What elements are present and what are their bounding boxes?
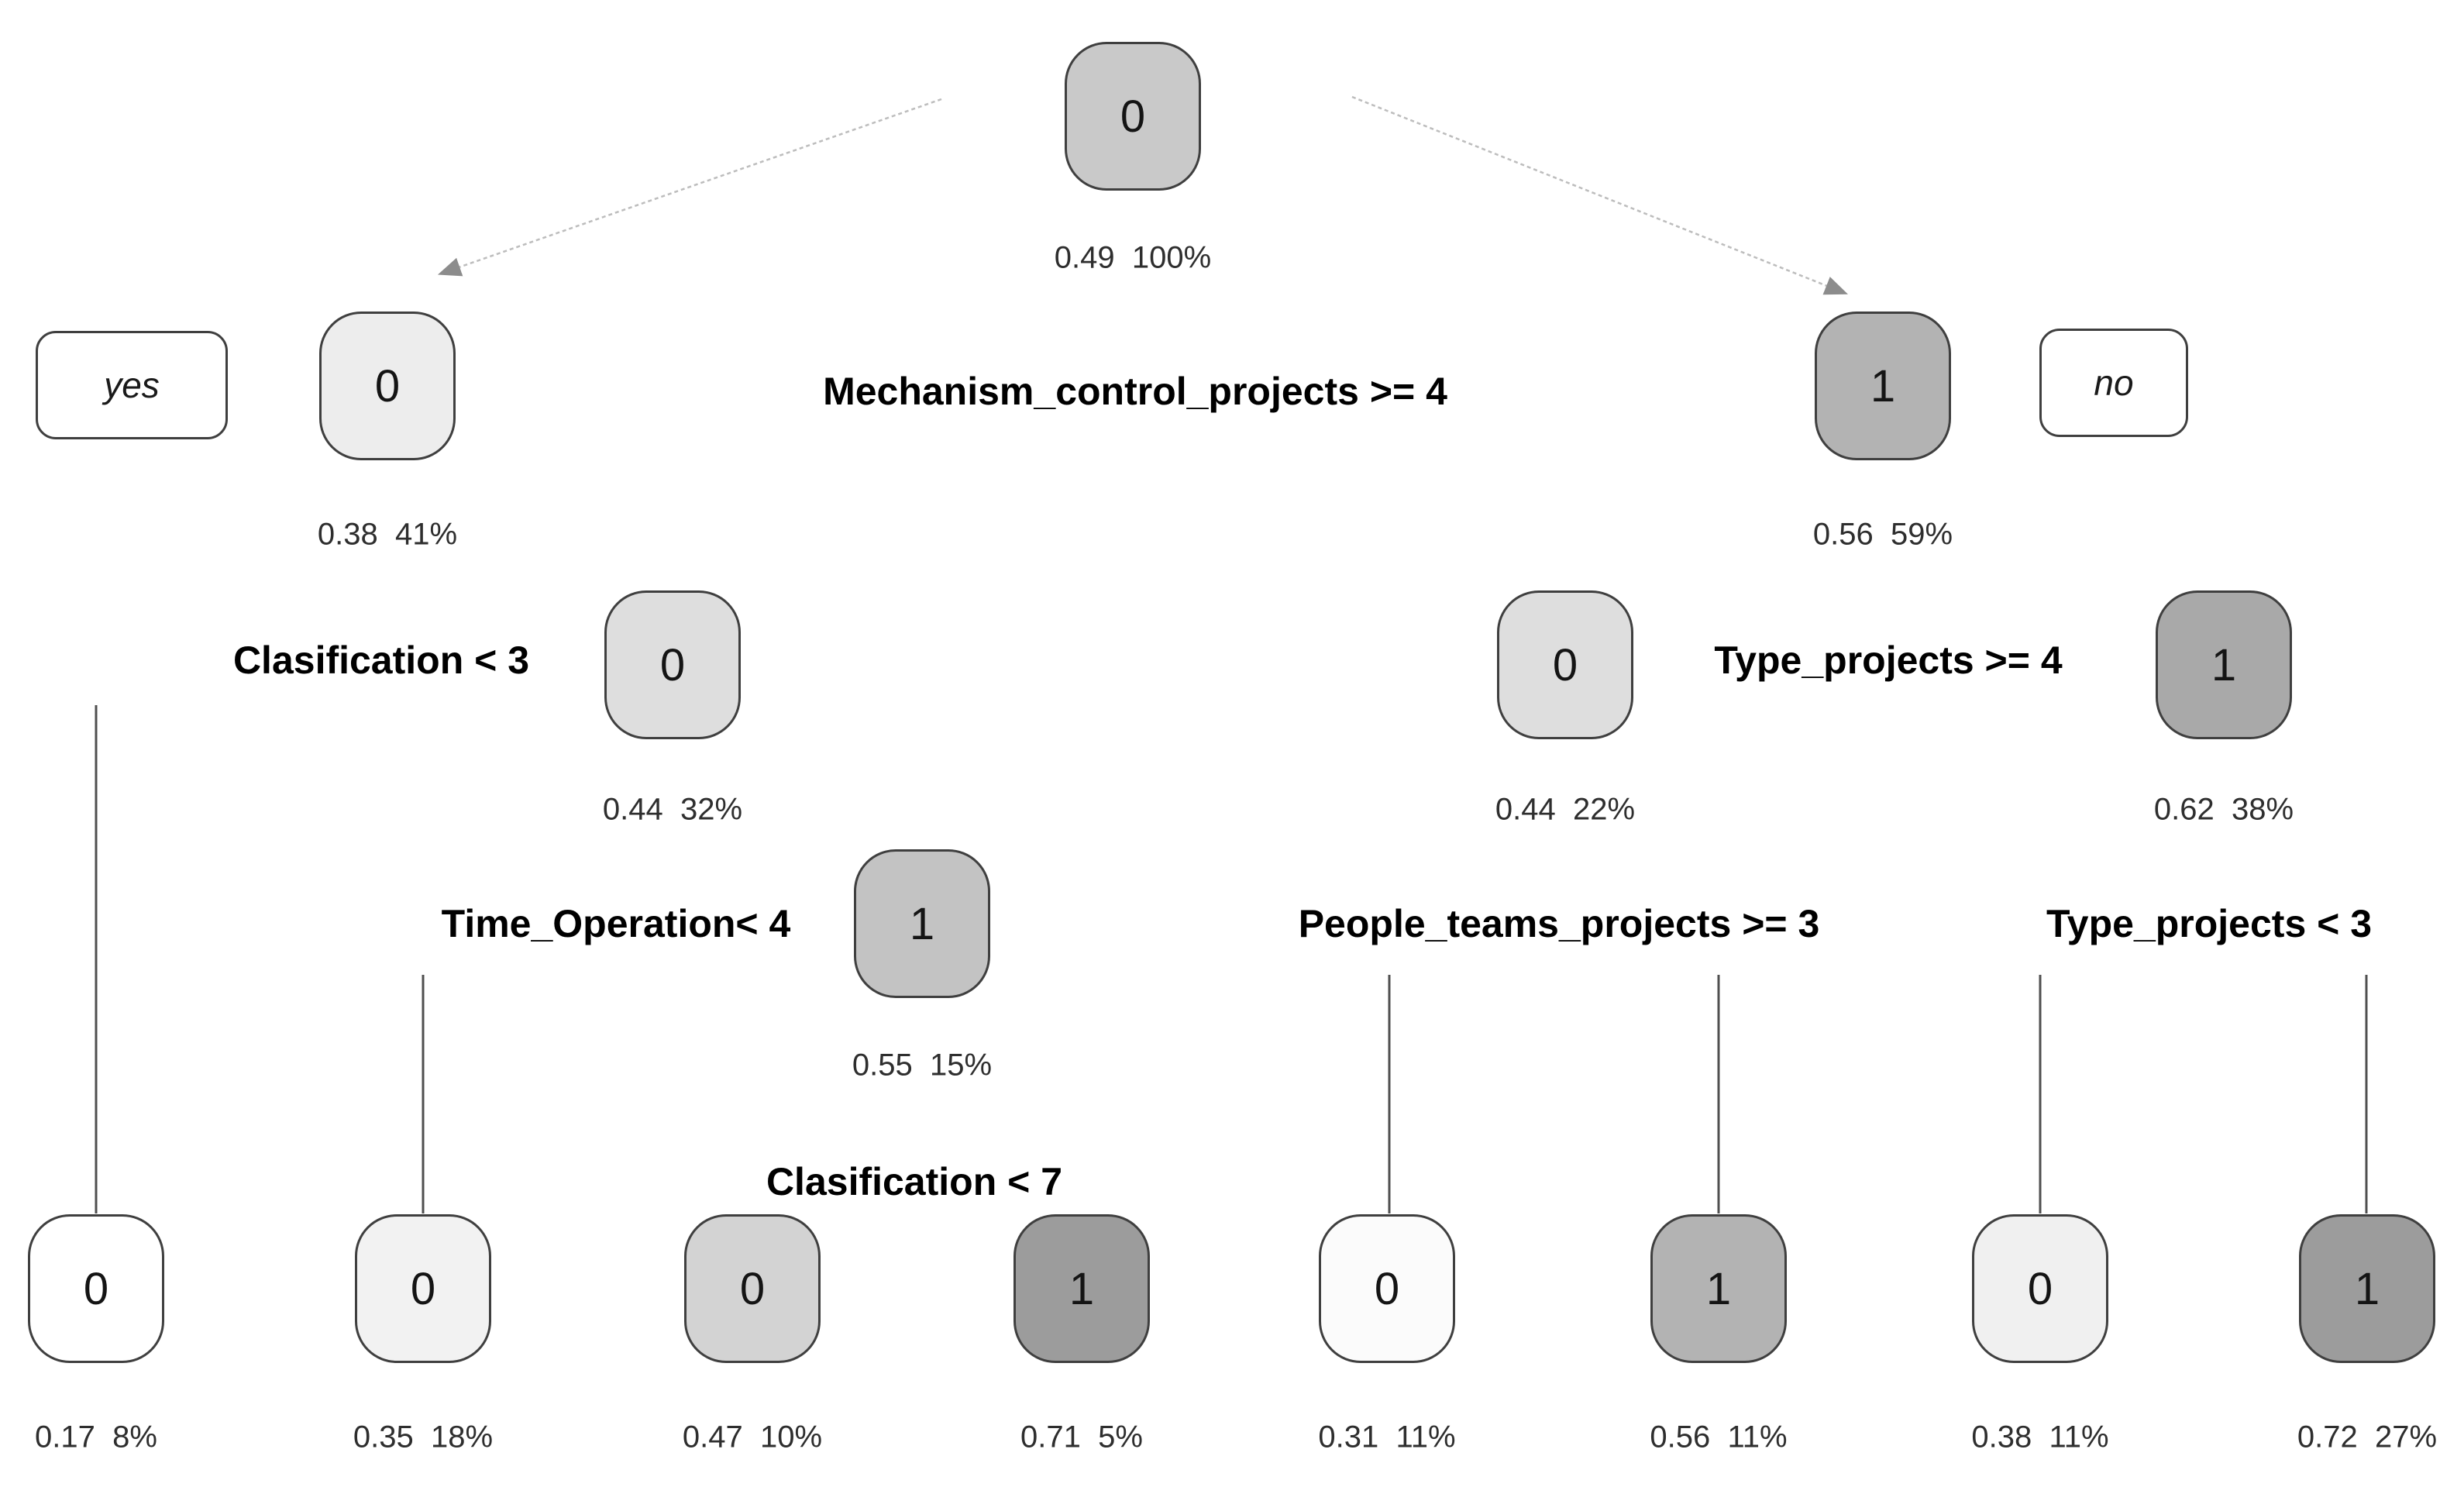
node-class-label: 1: [2211, 639, 2237, 690]
node-class-label: 0: [410, 1263, 436, 1314]
tree-node-l3-left: 0: [604, 590, 741, 739]
node-stat-l3-mid: 0.44 22%: [1495, 792, 1636, 827]
tree-node-l3-mid: 0: [1497, 590, 1633, 739]
split-label: Clasification < 3: [232, 639, 530, 682]
node-stat-l2-right: 0.56 59%: [1812, 517, 1953, 552]
node-stat-l2-left: 0.38 41%: [317, 517, 458, 552]
node-class-label: 0: [1552, 639, 1578, 690]
tree-node-root: 0: [1065, 42, 1201, 191]
node-stat-leaf-3: 0.47 10%: [682, 1420, 823, 1454]
node-class-label: 0: [739, 1263, 766, 1314]
branch-label-no: no: [2039, 329, 2188, 437]
tree-node-leaf-3: 0: [684, 1214, 821, 1363]
tree-node-leaf-6: 1: [1650, 1214, 1787, 1363]
node-class-label: 1: [1870, 360, 1896, 411]
branch-label-text: yes: [104, 365, 160, 405]
node-stat-leaf-7: 0.38 11%: [1971, 1420, 2109, 1454]
node-stat-l4: 0.55 15%: [852, 1048, 993, 1083]
node-class-label: 1: [2354, 1263, 2380, 1314]
node-stat-leaf-4: 0.71 5%: [1020, 1420, 1143, 1454]
tree-node-leaf-8: 1: [2299, 1214, 2435, 1363]
tree-node-leaf-4: 1: [1013, 1214, 1150, 1363]
root-branch-arrow-left: [437, 98, 942, 277]
node-class-label: 0: [374, 360, 401, 411]
node-stat-leaf-2: 0.35 18%: [353, 1420, 494, 1454]
tree-node-leaf-5: 0: [1319, 1214, 1455, 1363]
split-label: People_teams_projects >= 3: [1298, 902, 1820, 945]
node-class-label: 1: [1705, 1263, 1732, 1314]
branch-label-yes: yes: [36, 331, 228, 439]
node-stat-leaf-5: 0.31 11%: [1318, 1420, 1456, 1454]
node-class-label: 0: [2027, 1263, 2053, 1314]
node-class-label: 0: [659, 639, 686, 690]
tree-node-l2-right: 1: [1815, 312, 1951, 460]
node-stat-root: 0.49 100%: [1054, 240, 1212, 275]
node-stat-leaf-6: 0.56 11%: [1650, 1420, 1788, 1454]
node-stat-leaf-8: 0.72 27%: [2297, 1420, 2438, 1454]
tree-node-leaf-7: 0: [1972, 1214, 2108, 1363]
root-branch-arrow-right: [1351, 95, 1848, 295]
node-class-label: 0: [1120, 91, 1146, 142]
node-stat-l3-right: 0.62 38%: [2153, 792, 2294, 827]
split-label: Type_projects < 3: [2046, 902, 2373, 945]
node-class-label: 1: [1069, 1263, 1095, 1314]
tree-node-l2-left: 0: [319, 312, 456, 460]
split-label: Type_projects >= 4: [1714, 639, 2063, 682]
tree-node-leaf-1: 0: [28, 1214, 164, 1363]
split-label: Mechanism_control_projects >= 4: [823, 370, 1447, 413]
tree-node-l3-right: 1: [2156, 590, 2292, 739]
split-label: Clasification < 7: [766, 1160, 1063, 1203]
tree-node-leaf-2: 0: [355, 1214, 491, 1363]
tree-node-l4: 1: [854, 849, 990, 998]
split-label: Time_Operation< 4: [441, 902, 791, 945]
node-stat-leaf-1: 0.17 8%: [35, 1420, 157, 1454]
node-class-label: 0: [1374, 1263, 1400, 1314]
branch-label-text: no: [2094, 363, 2134, 403]
node-class-label: 1: [909, 898, 935, 949]
node-stat-l3-left: 0.44 32%: [602, 792, 743, 827]
node-class-label: 0: [83, 1263, 109, 1314]
